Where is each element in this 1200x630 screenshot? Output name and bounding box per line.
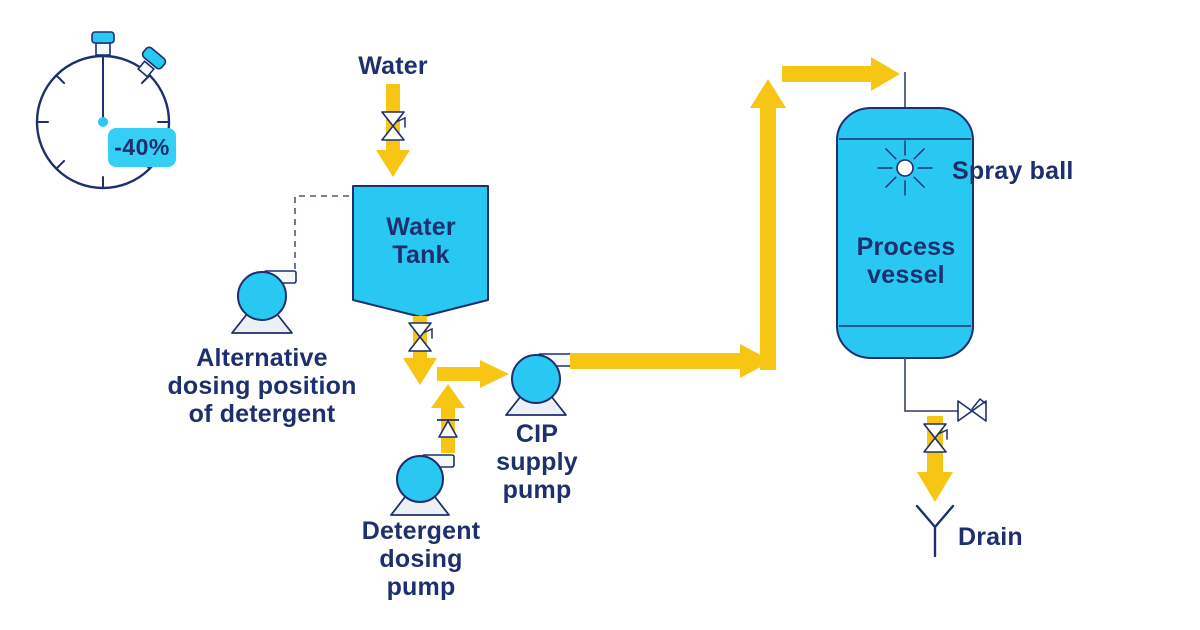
alternative-dosing-connector bbox=[294, 195, 352, 269]
water-tank-label: Water Tank bbox=[386, 213, 456, 269]
cip-discharge-flow-arrow bbox=[570, 344, 772, 378]
savings-badge: -40% bbox=[108, 128, 176, 167]
savings-badge-label: -40% bbox=[114, 134, 170, 160]
cip-supply-pump-icon bbox=[505, 353, 573, 416]
vessel-outlet-pipe bbox=[904, 358, 958, 412]
alternative-dosing-pump-icon bbox=[231, 270, 297, 334]
detergent-dosing-pump-icon bbox=[390, 454, 455, 516]
vessel-outlet-valve-icon bbox=[957, 397, 987, 422]
detergent-pump-label: Detergent dosing pump bbox=[361, 517, 481, 601]
detergent-check-valve-icon bbox=[437, 419, 459, 438]
detergent-line-flow-arrow bbox=[431, 384, 465, 453]
spray-ball-label: Spray ball bbox=[952, 157, 1074, 185]
process-vessel-label: Process vessel bbox=[856, 233, 956, 289]
drain-label: Drain bbox=[958, 523, 1023, 551]
tank-outlet-valve-icon bbox=[408, 322, 433, 352]
water-inlet-valve-icon bbox=[381, 111, 406, 141]
alternative-dosing-label: Alternative dosing position of detergent bbox=[167, 344, 357, 428]
cip-pump-label: CIP supply pump bbox=[496, 420, 578, 504]
drain-valve-icon bbox=[923, 423, 948, 453]
water-tank-shape bbox=[352, 185, 489, 318]
to-cip-pump-flow-arrow bbox=[437, 360, 509, 388]
vessel-inlet-flow-arrow bbox=[782, 57, 900, 91]
drain-symbol-icon bbox=[915, 504, 955, 558]
riser-flow-arrow bbox=[750, 79, 786, 370]
spray-ball-icon bbox=[877, 140, 933, 196]
water-label: Water bbox=[358, 52, 428, 80]
drain-flow-arrow bbox=[917, 416, 953, 502]
